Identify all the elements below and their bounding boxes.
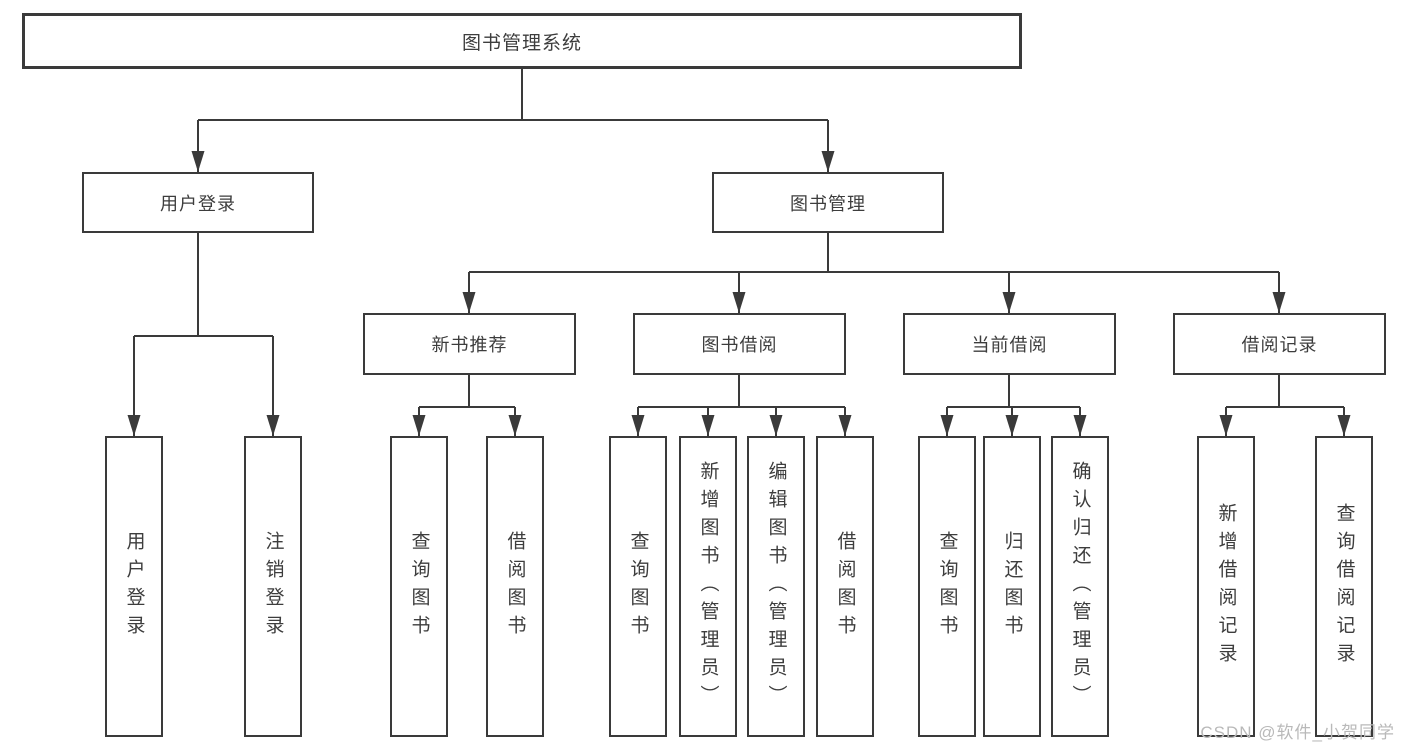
leaf-borrow-books: 借阅图书	[816, 436, 874, 737]
leaf-borrow-books-recommend: 借阅图书	[486, 436, 544, 737]
leaf-query-books-borrow: 查询图书	[609, 436, 667, 737]
node-book-management: 图书管理	[712, 172, 944, 233]
leaf-logout: 注销登录	[244, 436, 302, 737]
leaf-confirm-return-admin: 确认归还（管理员）	[1051, 436, 1109, 737]
node-root-system: 图书管理系统	[22, 13, 1022, 69]
connector-trunks	[134, 69, 1344, 408]
node-current-borrow: 当前借阅	[903, 313, 1116, 375]
leaf-query-books-current: 查询图书	[918, 436, 976, 737]
node-borrow-record: 借阅记录	[1173, 313, 1386, 375]
leaf-add-books-admin: 新增图书（管理员）	[679, 436, 737, 737]
leaf-return-books: 归还图书	[983, 436, 1041, 737]
node-user-login: 用户登录	[82, 172, 314, 233]
leaf-query-books-recommend: 查询图书	[390, 436, 448, 737]
leaf-edit-books-admin: 编辑图书（管理员）	[747, 436, 805, 737]
leaf-user-login: 用户登录	[105, 436, 163, 737]
csdn-watermark: CSDN @软件_小贺同学	[1200, 723, 1395, 742]
leaf-query-borrow-record: 查询借阅记录	[1315, 436, 1373, 737]
node-book-borrow: 图书借阅	[633, 313, 846, 375]
leaf-add-borrow-record: 新增借阅记录	[1197, 436, 1255, 737]
node-new-book-recommend: 新书推荐	[363, 313, 576, 375]
